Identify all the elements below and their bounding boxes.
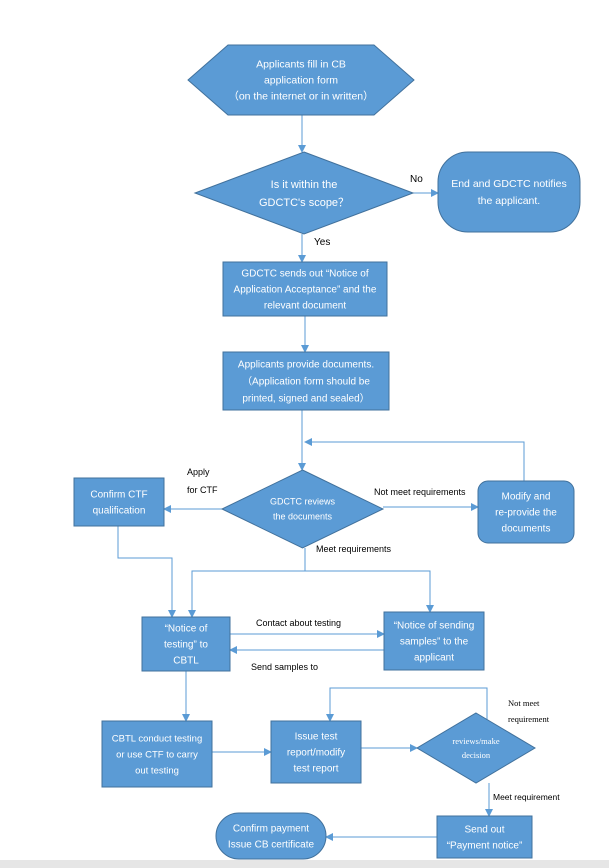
notice-samples-box: “Notice of sending samples” to the applica… [383, 611, 485, 671]
review-decision-diamond-line-1: GDCTC reviews [270, 497, 336, 507]
notice-acceptance-box: GDCTC sends out “Notice of Application Ac… [222, 261, 388, 317]
connectors [117, 115, 525, 841]
notice-testing-box-line-1: “Notice of [165, 624, 208, 635]
label-yes: Yes [314, 237, 330, 248]
send-payment-box: Send out “Payment notice” [436, 815, 533, 859]
modify-documents-box: Modify and re-provide the documents [477, 480, 575, 544]
reviews-make-decision-diamond-line-2: decision [462, 750, 491, 760]
line-review-split [188, 548, 306, 618]
label-apply-for-ctf-line-2: for CTF [187, 485, 218, 495]
label-meet-requirement: Meet requirement [493, 792, 560, 802]
start-hexagon: Applicants fill in CB application form （on… [187, 44, 415, 116]
end-notify-terminal: End and GDCTC notifies the applicant. [437, 151, 581, 233]
send-payment-box-line-1: Send out [464, 825, 504, 836]
notice-testing-box-line-3: CBTL [173, 656, 199, 667]
label-send-samples-to: Send samples to [251, 662, 318, 672]
end-notify-terminal-line-2: the applicant. [478, 195, 540, 207]
label-meet-requirements: Meet requirements [316, 544, 392, 554]
label-not-meet-requirement-line-2: requirement [508, 714, 550, 724]
label-not-meet-requirement-line-1: Not meet [508, 698, 540, 708]
confirm-payment-terminal-line-2: Issue CB certificate [228, 840, 315, 851]
confirm-payment-terminal-line-1: Confirm payment [233, 824, 309, 835]
notice-acceptance-box-line-3: relevant document [264, 301, 346, 312]
bottom-bar [0, 860, 609, 868]
arrow-modify-loop-back [304, 438, 525, 481]
notice-testing-box: “Notice of testing” to CBTL [141, 616, 231, 672]
start-hexagon-line-3: （on the internet or in written） [228, 91, 373, 103]
confirm-ctf-box-line-2: qualification [93, 506, 146, 517]
label-no: No [410, 174, 423, 185]
modify-documents-box-line-3: documents [502, 524, 551, 535]
cbtl-testing-box-line-2: or use CTF to carry [116, 749, 198, 760]
issue-report-box: Issue test report/modify test report [270, 720, 362, 784]
provide-documents-box-line-3: printed, signed and sealed） [242, 393, 369, 405]
issue-report-box-line-2: report/modify [287, 748, 345, 759]
cbtl-testing-box-line-1: CBTL conduct testing [112, 733, 202, 744]
notice-samples-box-line-2: samples” to the [400, 637, 469, 648]
cbtl-testing-box: CBTL conduct testing or use CTF to carry o… [101, 720, 213, 788]
label-apply-for-ctf-line-1: Apply [187, 467, 210, 477]
issue-report-box-line-3: test report [293, 764, 338, 775]
start-hexagon-line-1: Applicants fill in CB [256, 59, 346, 71]
modify-documents-box-line-1: Modify and [502, 492, 551, 503]
issue-report-box-line-1: Issue test [295, 732, 338, 743]
notice-samples-box-line-1: “Notice of sending [394, 621, 475, 632]
start-hexagon-line-2: application form [264, 75, 338, 87]
label-contact-about-testing: Contact about testing [256, 618, 341, 628]
scope-decision-diamond-line-1: Is it within the [271, 179, 338, 191]
provide-documents-box-line-2: （Application form should be [242, 376, 370, 388]
send-payment-box-line-2: “Payment notice” [447, 841, 523, 852]
notice-acceptance-box-line-1: GDCTC sends out “Notice of [241, 269, 368, 280]
modify-documents-box-line-2: re-provide the [495, 508, 557, 519]
notice-testing-box-line-2: testing” to [164, 640, 208, 651]
provide-documents-box-line-1: Applicants provide documents. [238, 360, 374, 371]
reviews-make-decision-diamond-line-1: reviews/make [452, 736, 499, 746]
reviews-make-decision-diamond: reviews/make decision [416, 712, 536, 784]
arrow-review-loop-to-report [326, 687, 488, 728]
arrow-split-to-samples [305, 570, 434, 613]
review-decision-diamond-line-2: the documents [273, 512, 333, 522]
label-not-meet-requirements: Not meet requirements [374, 487, 466, 497]
scope-decision-diamond-line-2: GDCTC's scope？ [259, 197, 349, 209]
line-ctf-to-testing [117, 526, 176, 618]
end-notify-terminal-line-1: End and GDCTC notifies [451, 178, 567, 190]
confirm-ctf-box-line-1: Confirm CTF [90, 490, 147, 501]
cbtl-testing-box-line-3: out testing [135, 765, 179, 776]
shapes: Applicants fill in CB application form （on… [73, 44, 581, 860]
notice-samples-box-line-3: applicant [414, 653, 454, 664]
notice-acceptance-box-line-2: Application Acceptance” and the [234, 285, 377, 296]
provide-documents-box: Applicants provide documents. （Applicatio… [222, 351, 390, 411]
review-decision-diamond: GDCTC reviews the documents [220, 469, 385, 549]
confirm-ctf-box: Confirm CTF qualification [73, 477, 165, 527]
